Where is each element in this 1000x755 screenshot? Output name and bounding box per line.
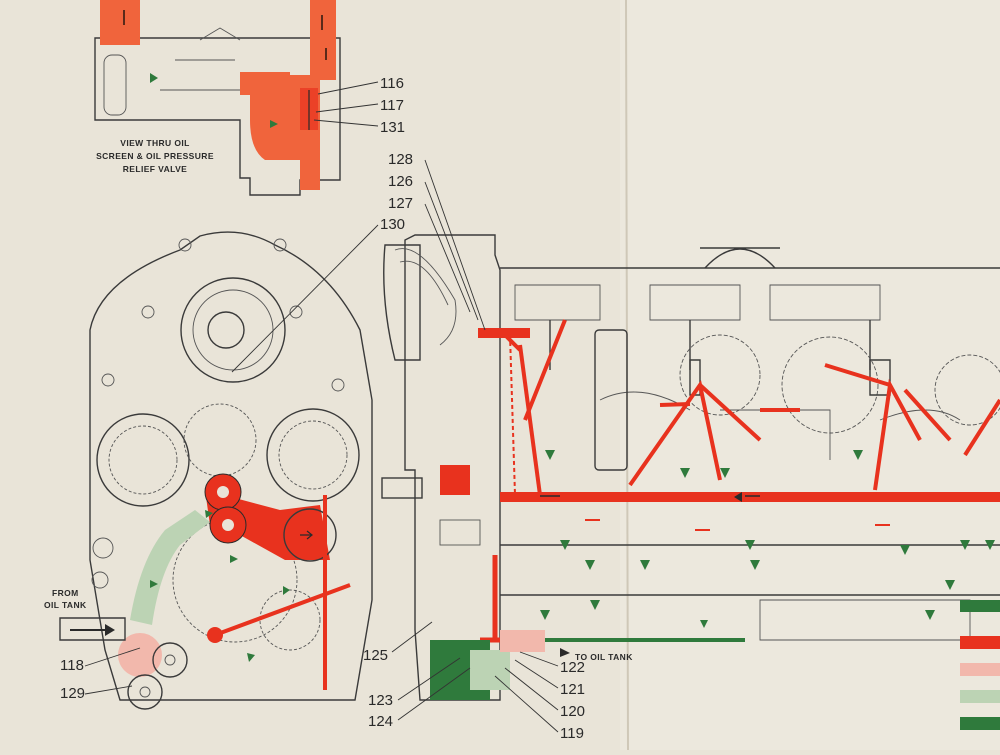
scavenge-gear-upper [152, 642, 188, 678]
front-inlet-fitting [381, 477, 423, 499]
propeller-governor-housing [383, 244, 421, 361]
to-oil-tank-label: TO OIL TANK [575, 652, 633, 662]
crank-cheek [594, 329, 628, 471]
callout-117: 117 [380, 97, 404, 114]
callout-125: 125 [363, 647, 388, 664]
oil-screen-view: VIEW THRU OIL SCREEN & OIL PRESSURE RELI… [94, 0, 341, 196]
left-gear-housing [96, 413, 190, 507]
oil-screen-element [103, 54, 127, 116]
bearing-marks [585, 494, 920, 531]
callout-129: 129 [60, 685, 85, 702]
suction-passage [130, 510, 210, 625]
crank-throw-2 [781, 336, 879, 434]
legend-swatch-scavenge [960, 717, 1000, 730]
callout-124: 124 [368, 713, 393, 730]
accessory-case-view: FROM OIL TANK [44, 231, 373, 710]
callouts-top: 116 117 131 [313, 75, 405, 136]
return-flow-arrows [540, 450, 995, 628]
legend-swatch-light-green [960, 690, 1000, 703]
pressure-outlet-cylinder [283, 508, 337, 562]
pump-body-light [500, 630, 545, 652]
crank-throw-1 [679, 334, 761, 416]
legend-swatch-pressure [960, 636, 1000, 649]
callout-120: 120 [560, 703, 585, 720]
crank-oil-drillings [503, 319, 1000, 496]
right-gear-housing [266, 408, 360, 502]
scavenge-gear-lower [127, 674, 163, 710]
callout-131: 131 [380, 119, 405, 136]
paper-right-panel [620, 0, 1000, 750]
pressure-passage-red [205, 490, 330, 560]
callout-119: 119 [560, 725, 584, 742]
view-caption-line3: RELIEF VALVE [123, 164, 187, 174]
front-fitting-red [440, 465, 470, 495]
callout-127: 127 [388, 195, 413, 212]
scavenge-oil-chamber [118, 633, 162, 677]
callout-118: 118 [60, 657, 84, 674]
screen-chamber [240, 72, 290, 95]
callout-130: 130 [380, 216, 405, 233]
callout-116: 116 [380, 75, 404, 92]
callout-122: 122 [560, 659, 585, 676]
front-oil-passage [478, 328, 530, 338]
view-caption-line2: SCREEN & OIL PRESSURE [96, 151, 214, 161]
callout-128: 128 [388, 151, 413, 168]
from-oil-tank-line2: OIL TANK [44, 600, 87, 610]
screen-inlet-passage [100, 0, 140, 45]
upper-drive-gear-housing [180, 277, 286, 383]
callout-126: 126 [388, 173, 413, 190]
callout-121: 121 [560, 681, 585, 698]
callouts-left: 130 118 129 [60, 216, 405, 702]
crank-throw-3 [934, 354, 1000, 426]
main-oil-gallery [500, 492, 1000, 502]
view-caption-line1: VIEW THRU OIL [120, 138, 189, 148]
color-legend [960, 636, 1000, 730]
from-oil-tank-line1: FROM [52, 588, 79, 598]
callout-123: 123 [368, 692, 393, 709]
legend-swatch-light-red [960, 663, 1000, 676]
callouts-right: 128 126 127 125 123 124 122 121 120 119 [363, 151, 585, 742]
screen-outlet-passage [310, 0, 336, 80]
